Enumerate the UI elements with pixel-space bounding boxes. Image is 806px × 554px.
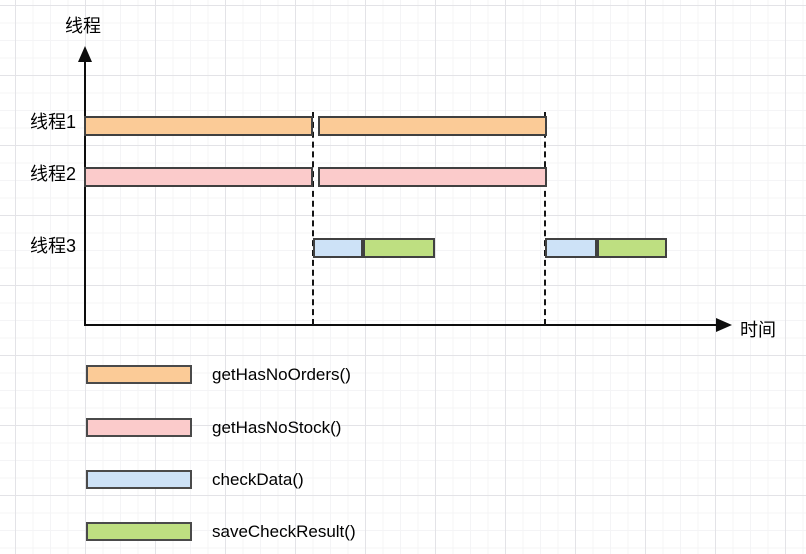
sync-dashed-line-2 [544, 112, 546, 325]
legend-item-green: saveCheckResult() [86, 522, 356, 541]
legend-label: saveCheckResult() [212, 522, 356, 541]
bar-thread3-checkData-1 [313, 238, 363, 258]
x-axis-line [84, 324, 716, 326]
sync-dashed-line-1 [312, 112, 314, 325]
legend-swatch-orange [86, 365, 192, 384]
bar-thread3-saveCheckResult-2 [597, 238, 667, 258]
legend-item-blue: checkData() [86, 470, 304, 489]
bar-thread1-getHasNoOrders-1 [84, 116, 313, 136]
thread-label-1: 线程1 [29, 112, 76, 132]
legend-swatch-pink [86, 418, 192, 437]
legend-label: getHasNoOrders() [212, 365, 351, 384]
thread-label-3: 线程3 [29, 236, 76, 256]
bar-thread3-saveCheckResult-1 [363, 238, 435, 258]
y-axis-title: 线程 [65, 16, 101, 36]
legend-label: checkData() [212, 470, 304, 489]
legend-swatch-blue [86, 470, 192, 489]
thread-label-2: 线程2 [29, 164, 76, 184]
y-axis-arrowhead-icon [78, 46, 92, 62]
bar-thread3-checkData-2 [545, 238, 597, 258]
legend-item-pink: getHasNoStock() [86, 418, 341, 437]
bar-thread2-getHasNoStock-1 [84, 167, 313, 187]
x-axis-arrowhead-icon [716, 318, 732, 332]
legend-label: getHasNoStock() [212, 418, 342, 437]
y-axis-line [84, 58, 86, 326]
bar-thread2-getHasNoStock-2 [318, 167, 547, 187]
legend-swatch-green [86, 522, 192, 541]
legend-item-orange: getHasNoOrders() [86, 365, 351, 384]
x-axis-title: 时间 [740, 320, 776, 340]
bar-thread1-getHasNoOrders-2 [318, 116, 547, 136]
